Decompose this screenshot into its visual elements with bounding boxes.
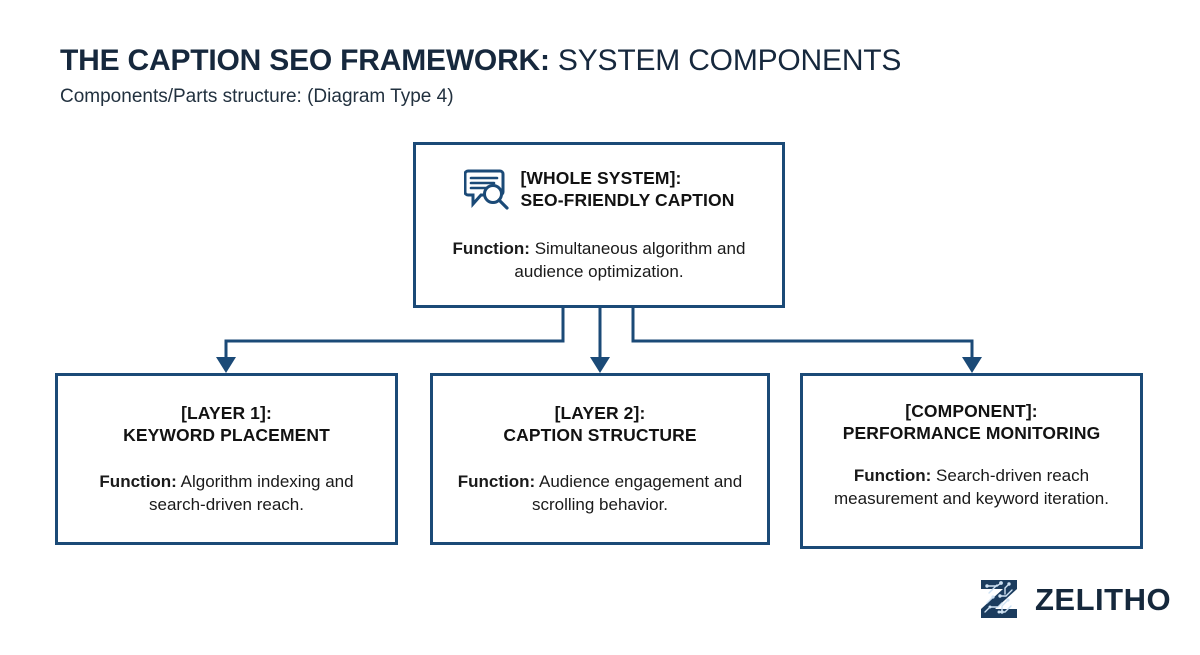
child2-heading-line2: CAPTION STRUCTURE (503, 425, 697, 446)
caption-search-icon (463, 169, 509, 210)
page-title: THE CAPTION SEO FRAMEWORK: SYSTEM COMPON… (60, 44, 901, 78)
arrowhead-right (962, 357, 982, 373)
root-function-label: Function: (452, 238, 530, 258)
root-heading-row: [WHOLE SYSTEM]: SEO-FRIENDLY CAPTION (416, 167, 782, 212)
root-function: Function: Simultaneous algorithm and aud… (416, 238, 782, 284)
page-subtitle: Components/Parts structure: (Diagram Typ… (60, 86, 454, 107)
node-layer-1[interactable]: [LAYER 1]: KEYWORD PLACEMENT Function: A… (55, 373, 398, 545)
child3-heading: [COMPONENT]: PERFORMANCE MONITORING (843, 400, 1101, 445)
brand-logo: ZELITHO (975, 576, 1171, 622)
child1-heading: [LAYER 1]: KEYWORD PLACEMENT (123, 402, 330, 447)
child2-heading-line1: [LAYER 2]: (554, 403, 646, 423)
child1-heading-line2: KEYWORD PLACEMENT (123, 425, 330, 446)
arrowhead-left (216, 357, 236, 373)
root-heading-line1: [WHOLE SYSTEM]: (520, 168, 682, 188)
child2-function-label: Function: (457, 471, 536, 491)
child3-function-text: Search-driven reach measurement and keyw… (834, 465, 1109, 508)
child2-heading: [LAYER 2]: CAPTION STRUCTURE (503, 402, 696, 447)
root-function-text: Simultaneous algorithm and audience opti… (514, 238, 746, 281)
node-whole-system[interactable]: [WHOLE SYSTEM]: SEO-FRIENDLY CAPTION Fun… (413, 142, 785, 308)
root-heading-line2: SEO-FRIENDLY CAPTION (520, 190, 735, 211)
zelitho-z-circuit-icon (981, 580, 1017, 618)
child3-function-label: Function: (853, 465, 932, 485)
root-heading: [WHOLE SYSTEM]: SEO-FRIENDLY CAPTION (521, 167, 735, 212)
child2-function: Function: Audience engagement and scroll… (433, 471, 767, 517)
node-performance-monitoring[interactable]: [COMPONENT]: PERFORMANCE MONITORING Func… (800, 373, 1143, 549)
child1-function-label: Function: (99, 471, 177, 491)
child1-function-text: Algorithm indexing and search-driven rea… (149, 471, 354, 514)
page-title-light: SYSTEM COMPONENTS (549, 44, 902, 77)
arrowhead-middle (590, 357, 610, 373)
brand-wordmark: ZELITHO (1035, 581, 1172, 617)
page-title-bold: THE CAPTION SEO FRAMEWORK: (60, 44, 550, 77)
child1-heading-line1: [LAYER 1]: (181, 403, 272, 423)
node-layer-2[interactable]: [LAYER 2]: CAPTION STRUCTURE Function: A… (430, 373, 770, 545)
child2-function-text: Audience engagement and scrolling behavi… (531, 471, 743, 514)
child3-heading-line2: PERFORMANCE MONITORING (842, 423, 1101, 444)
child3-function: Function: Search-driven reach measuremen… (803, 465, 1140, 511)
child3-heading-line1: [COMPONENT]: (905, 401, 1038, 421)
child1-function: Function: Algorithm indexing and search-… (58, 471, 395, 517)
